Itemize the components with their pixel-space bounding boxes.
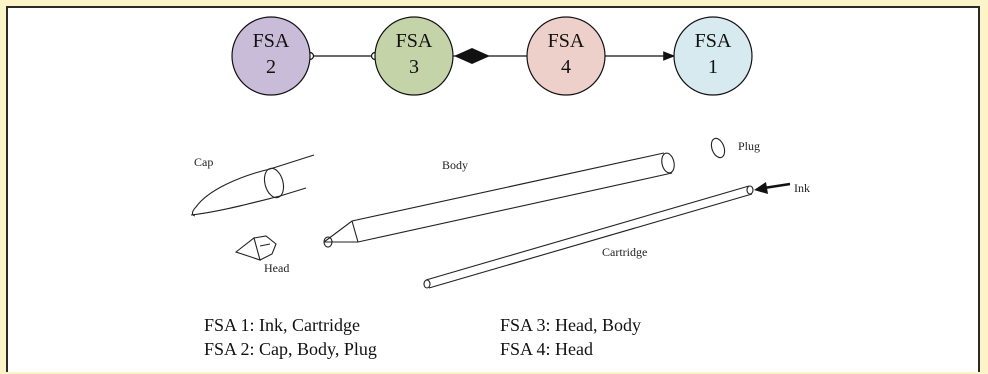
legend-fsa4: FSA 4: Head bbox=[500, 339, 594, 359]
node-fsa4-circle bbox=[526, 16, 606, 96]
node-fsa3: FSA 3 bbox=[374, 16, 454, 96]
label-body: Body bbox=[442, 158, 468, 172]
node-fsa3-circle bbox=[374, 16, 454, 96]
node-fsa2-circle bbox=[231, 16, 311, 96]
node-fsa3-line1: FSA bbox=[396, 30, 433, 52]
legend-fsa3: FSA 3: Head, Body bbox=[500, 315, 642, 335]
node-fsa3-line2: 3 bbox=[409, 56, 419, 78]
diagram-canvas: FSA 2 FSA 3 FSA 4 FSA 1 bbox=[190, 16, 810, 289]
cap-illustration bbox=[190, 154, 315, 217]
diamond-icon bbox=[454, 48, 490, 64]
head-illustration bbox=[234, 235, 277, 261]
node-fsa2: FSA 2 bbox=[231, 16, 311, 96]
edge-fsa3-fsa4 bbox=[452, 48, 527, 64]
label-ink: Ink bbox=[794, 181, 810, 195]
ink-arrow-icon bbox=[754, 182, 768, 194]
label-cap: Cap bbox=[194, 155, 213, 169]
label-cartridge: Cartridge bbox=[602, 245, 647, 259]
label-head: Head bbox=[264, 261, 289, 275]
ink-arrow bbox=[754, 182, 791, 194]
node-fsa1: FSA 1 bbox=[673, 16, 753, 96]
cartridge-illustration bbox=[423, 185, 754, 289]
node-fsa1-line2: 1 bbox=[708, 56, 718, 78]
node-fsa4: FSA 4 bbox=[526, 16, 606, 96]
plug-illustration bbox=[710, 137, 726, 159]
body-illustration bbox=[323, 152, 675, 248]
node-fsa4-line1: FSA bbox=[548, 30, 585, 52]
pen-drawing bbox=[190, 137, 754, 289]
edge-fsa2-fsa3 bbox=[305, 51, 380, 61]
label-plug: Plug bbox=[738, 139, 760, 153]
node-fsa1-circle bbox=[673, 16, 753, 96]
legend-fsa2: FSA 2: Cap, Body, Plug bbox=[204, 339, 377, 359]
node-fsa2-line1: FSA bbox=[253, 30, 290, 52]
node-fsa1-line1: FSA bbox=[695, 30, 732, 52]
node-fsa2-line2: 2 bbox=[266, 56, 276, 78]
legend-fsa1: FSA 1: Ink, Cartridge bbox=[204, 315, 360, 335]
diagram-frame: FSA 2 FSA 3 FSA 4 FSA 1 bbox=[6, 6, 980, 372]
node-fsa4-line2: 4 bbox=[561, 56, 571, 78]
